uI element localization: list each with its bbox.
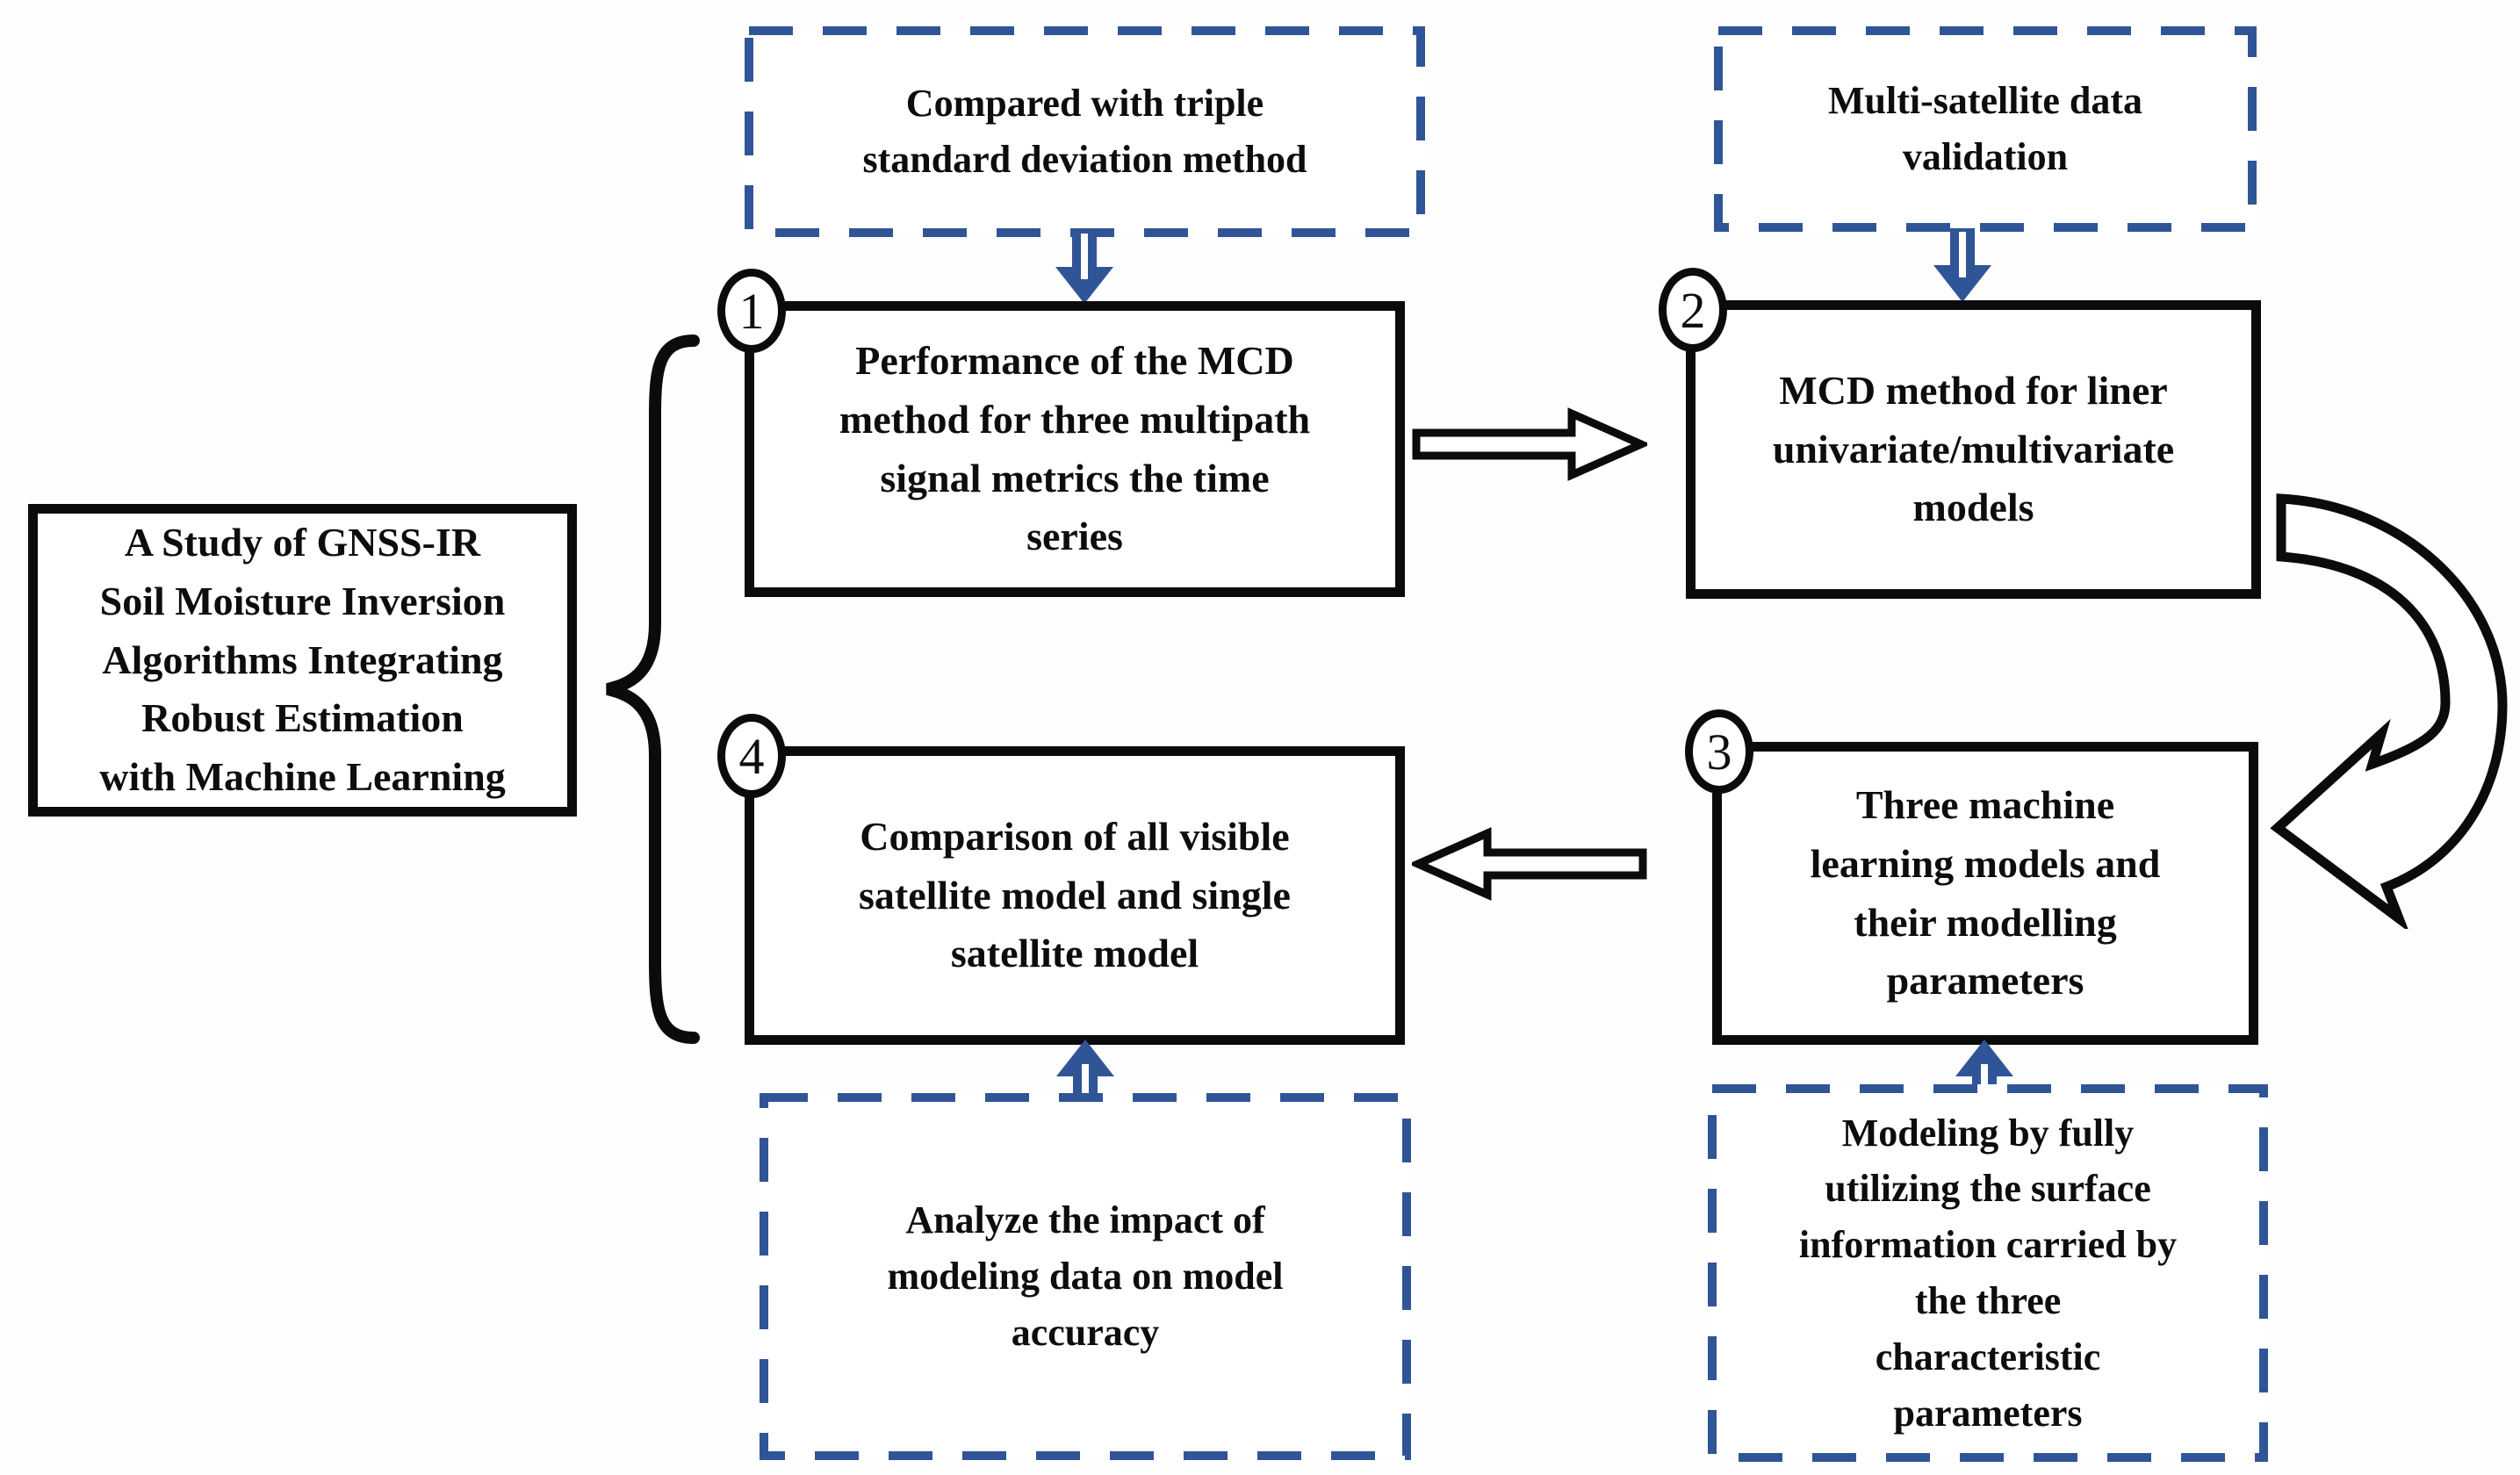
step-2-number: 2: [1680, 281, 1706, 339]
study-title-box: A Study of GNSS-IR Soil Moisture Inversi…: [28, 504, 577, 817]
note-bottom-middle-box: Analyze the impact of modeling data on m…: [760, 1093, 1411, 1460]
connector-step3-to-step4: [1412, 825, 1647, 903]
note-bottom-middle-text: Analyze the impact of modeling data on m…: [887, 1198, 1284, 1354]
double-up-arrow-icon: [1056, 1040, 1114, 1113]
note-bottom-right-box: Modeling by fully utilizing the surface …: [1708, 1084, 2268, 1462]
connector-step2-to-step3: [2265, 481, 2520, 929]
step-4-box: 4 Comparison of all visible satellite mo…: [717, 714, 1405, 1045]
step-1-text: Performance of the MCD method for three …: [839, 338, 1311, 559]
step-2-box: 2 MCD method for liner univariate/multiv…: [1659, 268, 2261, 599]
step-2-text: MCD method for liner univariate/multivar…: [1772, 367, 2175, 530]
step-4-number: 4: [738, 727, 765, 785]
note-bottom-right-text: Modeling by fully utilizing the surface …: [1798, 1111, 2178, 1435]
step-3-box: 3 Three machine learning models and thei…: [1685, 709, 2258, 1045]
right-arrow-icon: [1412, 407, 1647, 481]
step-4-text: Comparison of all visible satellite mode…: [859, 813, 1291, 976]
connector-note-to-step4: [1043, 1040, 1127, 1113]
note-top-middle-box: Compared with triple standard deviation …: [745, 26, 1425, 237]
note-top-middle-text: Compared with triple standard deviation …: [862, 82, 1307, 181]
dashed-border: [1708, 1084, 2268, 1462]
note-top-right-box: Multi-satellite data validation: [1714, 26, 2257, 232]
note-top-right-text: Multi-satellite data validation: [1827, 79, 2143, 178]
curly-brace: [606, 335, 700, 1044]
dashed-border: [760, 1093, 1411, 1460]
step-1-number: 1: [738, 282, 765, 340]
step-3-number: 3: [1706, 723, 1732, 781]
connector-note-to-step2: [1920, 228, 2005, 302]
dashed-border: [1714, 26, 2257, 232]
double-down-arrow-icon: [1055, 230, 1113, 304]
connector-note-to-step1: [1042, 230, 1127, 304]
curved-down-arrow-icon: [2270, 493, 2508, 929]
step-1-box: 1 Performance of the MCD method for thre…: [717, 269, 1405, 597]
connector-step1-to-step2: [1412, 406, 1647, 483]
step-2-number-badge: 2: [1659, 268, 1727, 352]
left-arrow-icon: [1412, 827, 1647, 901]
study-title-text: A Study of GNSS-IR Soil Moisture Inversi…: [99, 520, 506, 800]
step-1-number-badge: 1: [717, 269, 786, 353]
step-3-number-badge: 3: [1685, 709, 1753, 794]
step-3-text: Three machine learning models and their …: [1810, 782, 2161, 1004]
double-down-arrow-icon: [1933, 228, 1991, 302]
step-4-number-badge: 4: [717, 714, 786, 798]
